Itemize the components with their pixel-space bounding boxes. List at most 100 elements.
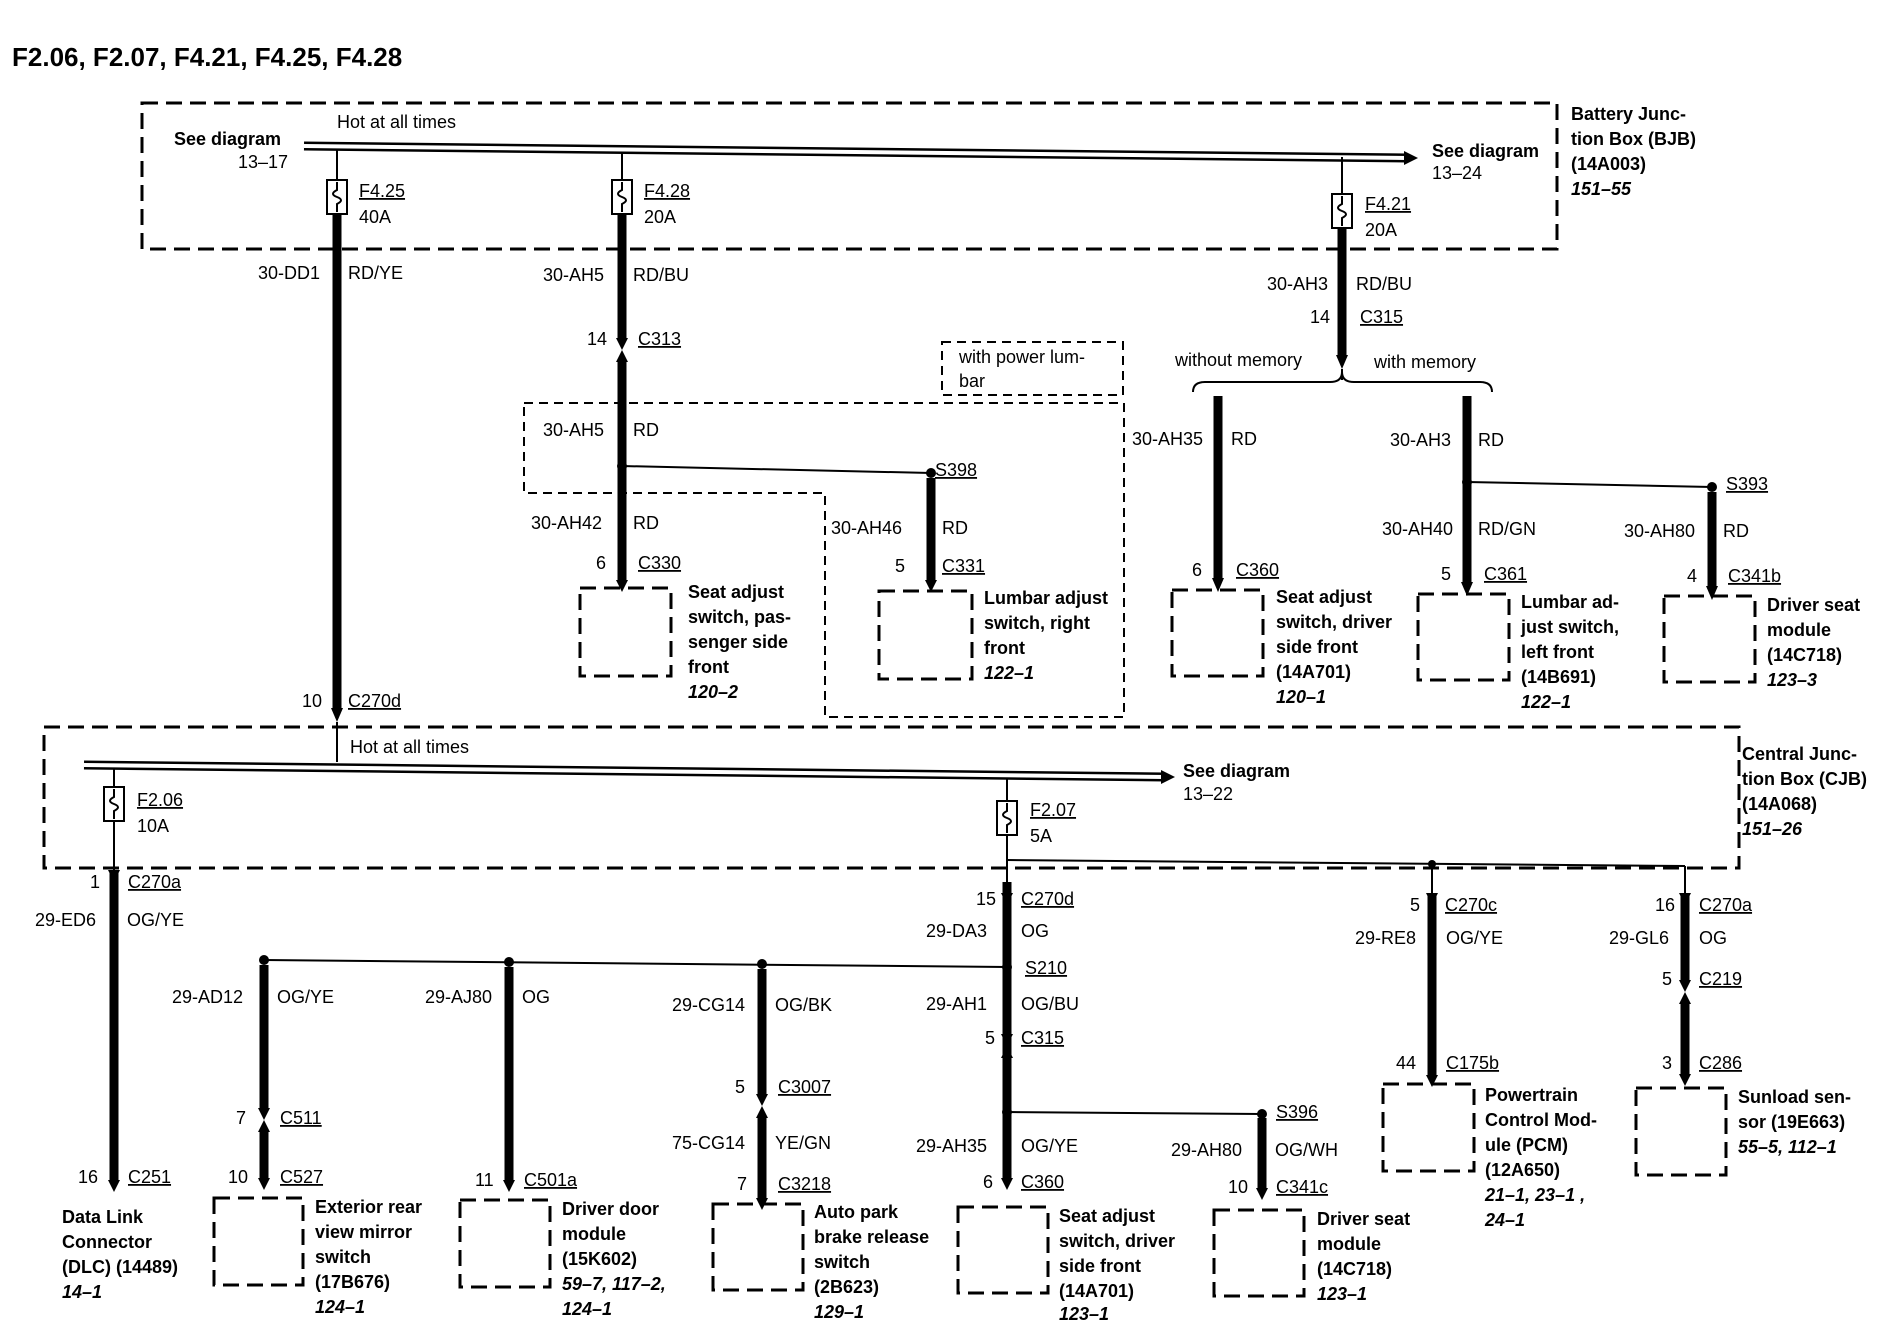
component-name: Auto park [814, 1202, 899, 1222]
page-ref: 120–2 [688, 682, 738, 702]
splice-label: S398 [935, 460, 977, 480]
pin-number: 11 [475, 1170, 494, 1190]
wire-label: 29-AJ80 [425, 987, 492, 1007]
page-ref: 123–1 [1059, 1304, 1109, 1324]
connector-label: C270d [1021, 889, 1074, 909]
pin-number: 5 [1410, 895, 1420, 915]
component-name: Sunload sen- [1738, 1087, 1851, 1107]
connector-label: C527 [280, 1167, 323, 1187]
component-name: Lumbar ad- [1521, 592, 1619, 612]
wire-color: RD/BU [633, 265, 689, 285]
splice-label: S393 [1726, 474, 1768, 494]
page-ref: 24–1 [1484, 1210, 1525, 1230]
lumbar-switch-left-box [1416, 592, 1511, 682]
component-name: switch, pas- [688, 607, 791, 627]
bjb-name-2: tion Box (BJB) [1571, 129, 1696, 149]
wire-color: RD/YE [348, 263, 403, 283]
wire-color: RD [1231, 429, 1257, 449]
component-name: Powertrain [1485, 1085, 1578, 1105]
page-ref: 59–7, 117–2, [562, 1274, 666, 1294]
bjb-bus-arrow [1404, 151, 1418, 165]
component-name: (14C718) [1317, 1259, 1392, 1279]
component-name: left front [1521, 642, 1594, 662]
bjb-see-left: See diagram [174, 129, 281, 149]
wire-label: 30-AH5 [543, 420, 604, 440]
page-ref: 123–3 [1767, 670, 1817, 690]
wire-color: RD [1723, 521, 1749, 541]
wire-color: OG [522, 987, 550, 1007]
page-ref: 14–1 [62, 1282, 102, 1302]
auto-park-brake-switch-box [711, 1202, 805, 1292]
component-name: Seat adjust [1059, 1206, 1155, 1226]
cjb-hot-label: Hot at all times [350, 737, 469, 757]
component-name: switch, right [984, 613, 1090, 633]
pin-number: 16 [78, 1167, 98, 1187]
pin-number: 5 [735, 1077, 745, 1097]
component-name: (17B676) [315, 1272, 390, 1292]
component-name: (14A701) [1276, 662, 1351, 682]
cjb-see-ref: 13–22 [1183, 784, 1233, 804]
connector-label: C270a [1699, 895, 1753, 915]
pin-number: 5 [985, 1028, 995, 1048]
page-ref: 122–1 [1521, 692, 1571, 712]
wire-label: 29-AH80 [1171, 1140, 1242, 1160]
power-lumbar-note-2: bar [959, 371, 985, 391]
cjb-name-2: tion Box (CJB) [1742, 769, 1867, 789]
page-title: F2.06, F2.07, F4.21, F4.25, F4.28 [12, 42, 402, 72]
seat-adjust-switch-driver-bottom-box [956, 1205, 1050, 1295]
connector-label: C361 [1484, 564, 1527, 584]
component-name: ule (PCM) [1485, 1135, 1568, 1155]
without-memory-label: without memory [1174, 350, 1302, 370]
wire-label: 30-AH3 [1390, 430, 1451, 450]
bjb-name-3: (14A003) [1571, 154, 1646, 174]
wire-color: RD [633, 513, 659, 533]
component-name: switch, driver [1059, 1231, 1175, 1251]
connector-label: C219 [1699, 969, 1742, 989]
bjb-hot-label: Hot at all times [337, 112, 456, 132]
page-ref: 21–1, 23–1 , [1484, 1185, 1585, 1205]
pin-number: 44 [1396, 1053, 1416, 1073]
component-name: Driver seat [1317, 1209, 1410, 1229]
wire-label: 30-AH46 [831, 518, 902, 538]
cjb-outline [42, 725, 1741, 870]
bjb-ref: 151–55 [1571, 179, 1632, 199]
pin-number: 1 [90, 872, 100, 892]
wire-label: 29-GL6 [1609, 928, 1669, 948]
pin-number: 6 [983, 1172, 993, 1192]
connector-label: C331 [942, 556, 985, 576]
component-name: Control Mod- [1485, 1110, 1597, 1130]
wire-color: OG/YE [127, 910, 184, 930]
component-name: (14B691) [1521, 667, 1596, 687]
component-name: Seat adjust [688, 582, 784, 602]
component-name: Data Link [62, 1207, 144, 1227]
wire-color: OG/WH [1275, 1140, 1338, 1160]
component-name: switch [814, 1252, 870, 1272]
page-ref: 55–5, 112–1 [1738, 1137, 1837, 1157]
wire-label: 29-DA3 [926, 921, 987, 941]
component-name: Exterior rear [315, 1197, 422, 1217]
wire-color: OG/BU [1021, 994, 1079, 1014]
pin-number: 3 [1662, 1053, 1672, 1073]
connector-label: C270a [128, 872, 182, 892]
component-name: sor (19E663) [1738, 1112, 1845, 1132]
splice-label: S396 [1276, 1102, 1318, 1122]
wire-color: OG [1699, 928, 1727, 948]
component-name: switch [315, 1247, 371, 1267]
cjb-bus-arrow [1161, 770, 1175, 784]
pin-number: 5 [895, 556, 905, 576]
wire-label: 29-RE8 [1355, 928, 1416, 948]
component-name: module [1767, 620, 1831, 640]
connector-label: C360 [1236, 560, 1279, 580]
bjb-see-left-ref: 13–17 [238, 152, 288, 172]
sunload-sensor-box [1634, 1086, 1728, 1177]
seat-adjust-switch-passenger-box [578, 586, 673, 678]
driver-seat-module-bottom-box [1212, 1208, 1306, 1298]
seat-adjust-switch-driver-box [1170, 588, 1265, 678]
wire-label: 30-AH40 [1382, 519, 1453, 539]
page-ref: 129–1 [814, 1302, 864, 1322]
wire-color: RD [1478, 430, 1504, 450]
wire-color: OG [1021, 921, 1049, 941]
component-name: senger side [688, 632, 788, 652]
component-name: just switch, [1520, 617, 1619, 637]
